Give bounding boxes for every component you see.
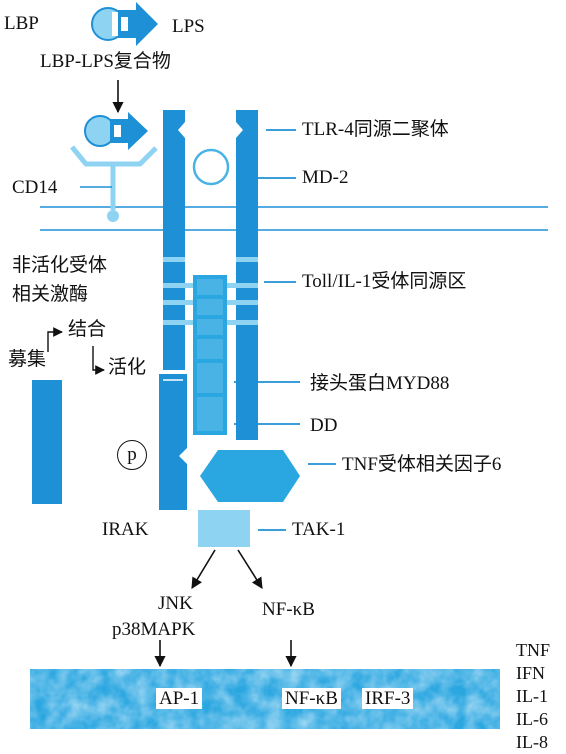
activate-label: 活化 bbox=[108, 357, 147, 378]
md2-molecule bbox=[192, 148, 230, 186]
ap1-binding-site: AP-1 bbox=[156, 688, 203, 709]
dna-band bbox=[30, 669, 500, 729]
irf3-binding-site: IRF-3 bbox=[362, 688, 414, 709]
tak1-box bbox=[198, 510, 250, 547]
gene-ifn: IFN bbox=[516, 663, 546, 683]
myd88-adaptor bbox=[193, 275, 227, 435]
cd14-label: CD14 bbox=[12, 177, 58, 198]
dd-label: DD bbox=[310, 415, 338, 436]
tlr4-right-chain bbox=[236, 110, 258, 440]
lbp-lps-complex-top bbox=[91, 2, 158, 46]
cd14-receptor bbox=[70, 145, 158, 222]
tak1-branch-arrows bbox=[154, 549, 297, 668]
lbp-lps-complex-bound bbox=[84, 112, 148, 150]
gene-il-6: IL-6 bbox=[516, 709, 548, 729]
traf6-hexagon bbox=[200, 450, 300, 502]
cell-membrane bbox=[40, 206, 548, 231]
phosphate-marker: p bbox=[117, 440, 147, 470]
tak1-label: TAK-1 bbox=[292, 519, 346, 540]
bind-label: 结合 bbox=[68, 319, 107, 340]
irak-label: IRAK bbox=[102, 519, 149, 540]
tlr4-left-chain bbox=[159, 110, 187, 510]
gene-il-1: IL-1 bbox=[516, 686, 548, 706]
md2-label: MD-2 bbox=[302, 167, 349, 188]
lps-label: LPS bbox=[172, 16, 205, 37]
lbp-label: LBP bbox=[4, 13, 39, 34]
kinase-block bbox=[32, 380, 62, 504]
tlr4-label: TLR-4同源二聚体 bbox=[302, 119, 449, 140]
gene-tnf: TNF bbox=[516, 640, 551, 660]
lbp-lps-complex-label: LBP-LPS复合物 bbox=[40, 51, 171, 72]
nfkb-pathway-label: NF-κB bbox=[262, 599, 315, 620]
myd88-label: 接头蛋白MYD88 bbox=[310, 373, 450, 394]
non-active-kinase-label-1: 非活化受体 bbox=[12, 255, 108, 276]
jnk-label: JNK bbox=[158, 593, 193, 614]
traf6-label: TNF受体相关因子6 bbox=[342, 454, 502, 475]
p38mapk-label: p38MAPK bbox=[112, 619, 196, 640]
label-leader-lines bbox=[234, 129, 336, 531]
recruit-label: 募集 bbox=[8, 349, 47, 370]
tir-domain-label: Toll/IL-1受体同源区 bbox=[302, 271, 467, 292]
recruit-bind-activate-arrows bbox=[47, 327, 105, 375]
gene-il-8: IL-8 bbox=[516, 732, 548, 752]
non-active-kinase-label-2: 相关激酶 bbox=[12, 284, 89, 305]
nfkb-binding-site: NF-κB bbox=[282, 688, 341, 709]
